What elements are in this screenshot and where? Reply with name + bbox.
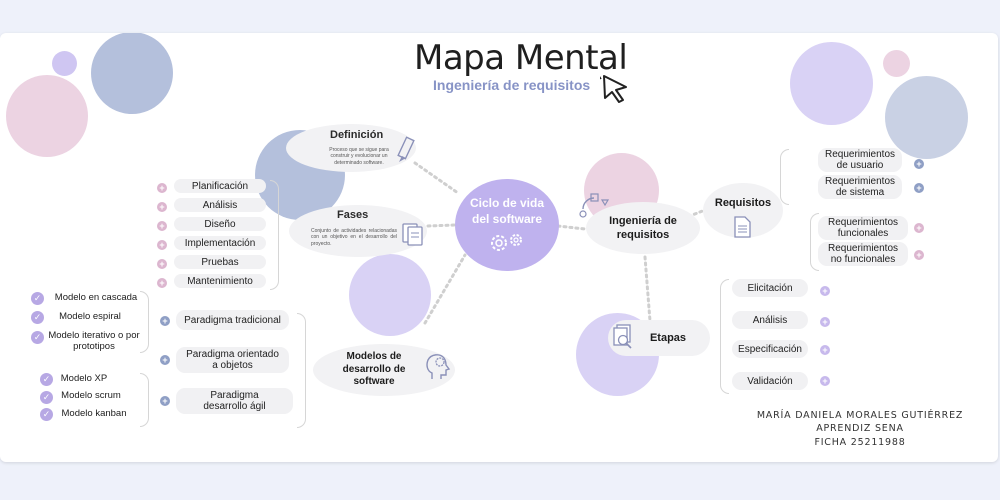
check-icon: ✓ (31, 311, 44, 324)
cursor-icon (600, 73, 627, 103)
deco-circle-lav-right (790, 42, 873, 125)
req-plus-icon[interactable]: + (914, 183, 924, 193)
req-plus-icon[interactable]: + (914, 223, 924, 233)
ingenieria-title: Ingeniería de requisitos (609, 214, 677, 241)
etapa-plus-icon[interactable]: + (820, 286, 830, 296)
deco-circle-lav-small (52, 51, 77, 76)
fases-item-planificacion[interactable]: Planificación (174, 179, 266, 193)
paradigm-plus-icon[interactable]: + (160, 316, 170, 326)
document-icon (734, 216, 751, 238)
page-title: Mapa Mental (414, 38, 628, 78)
definicion-text: Proceso que se sigue para construir y ev… (329, 147, 389, 166)
page-subtitle: Ingeniería de requisitos (433, 77, 591, 93)
fases-item-implementacion[interactable]: Implementación (174, 236, 266, 250)
author-role: APRENDIZ SENA (816, 423, 904, 435)
check-icon: ✓ (40, 391, 53, 404)
check-icon: ✓ (40, 408, 53, 421)
fases-plus-icon[interactable]: + (157, 259, 167, 269)
connector-lines (413, 161, 707, 325)
head-gear-icon (426, 354, 451, 379)
author-block: MARÍA DANIELA MORALES GUTIÉRREZ APRENDIZ… (745, 409, 975, 449)
etapas-title: Etapas (649, 332, 687, 344)
agile-bracket (140, 373, 149, 427)
paradigm-plus-icon[interactable]: + (160, 396, 170, 406)
paradigm-plus-icon[interactable]: + (160, 355, 170, 365)
requisitos-title: Requisitos (714, 197, 772, 209)
center-node-label: Ciclo de vida del software (469, 196, 545, 226)
ingenieria-node: Ingeniería de requisitos (586, 202, 700, 254)
requisitos-bracket-top (780, 149, 789, 205)
modelos-bracket (297, 313, 306, 428)
modelos-node: Modelos de desarrollo de software (313, 344, 455, 396)
pencil-icon (397, 136, 415, 162)
req-no-funcionales[interactable]: Requerimientos no funcionales (818, 242, 908, 266)
etapa-plus-icon[interactable]: + (820, 317, 830, 327)
etapa-plus-icon[interactable]: + (820, 345, 830, 355)
deco-circle-blue-left (91, 33, 173, 114)
paradigm-oop[interactable]: Paradigma orientado a objetos (176, 347, 289, 373)
paradigm-agile[interactable]: Paradigma desarrollo ágil (176, 388, 293, 414)
agile-model-xp: Modelo XP (60, 373, 108, 384)
definicion-node (286, 124, 416, 172)
agile-model-scrum: Modelo scrum (61, 390, 121, 401)
fases-bracket (270, 180, 279, 290)
deco-circle-blue-right (885, 76, 968, 159)
definicion-title: Definición (330, 129, 384, 141)
agile-model-kanban: Modelo kanban (61, 408, 127, 419)
etapa-analisis[interactable]: Análisis (732, 311, 808, 329)
etapa-validacion[interactable]: Validación (732, 372, 808, 390)
fases-plus-icon[interactable]: + (157, 240, 167, 250)
fases-plus-icon[interactable]: + (157, 221, 167, 231)
etapa-especificacion[interactable]: Especificación (732, 340, 808, 358)
fases-item-analisis[interactable]: Análisis (174, 198, 266, 212)
fases-title: Fases (337, 209, 369, 221)
check-icon: ✓ (31, 292, 44, 305)
deco-circle-pink-right (883, 50, 910, 77)
req-plus-icon[interactable]: + (914, 250, 924, 260)
etapa-plus-icon[interactable]: + (820, 376, 830, 386)
traditional-model-cascada: Modelo en cascada (54, 292, 138, 303)
documents-icon (402, 223, 423, 246)
gears-icon (491, 233, 522, 251)
check-icon: ✓ (40, 373, 53, 386)
author-name: MARÍA DANIELA MORALES GUTIÉRREZ (756, 410, 964, 421)
req-funcionales[interactable]: Requerimientos funcionales (818, 216, 908, 240)
traditional-model-espiral: Modelo espiral (59, 311, 121, 322)
req-plus-icon[interactable]: + (914, 159, 924, 169)
etapa-elicitacion[interactable]: Elicitación (732, 279, 808, 297)
fases-text: Conjunto de actividades relacionadas con… (311, 228, 397, 247)
paradigm-traditional[interactable]: Paradigma tradicional (176, 310, 289, 330)
etapas-bracket (720, 279, 729, 394)
fases-plus-icon[interactable]: + (157, 278, 167, 288)
req-sistema[interactable]: Requerimientos de sistema (818, 175, 902, 199)
author-ficha: FICHA 25211988 (814, 436, 906, 448)
fases-plus-icon[interactable]: + (157, 202, 167, 212)
fases-item-mantenimiento[interactable]: Mantenimiento (174, 274, 266, 288)
center-node: Ciclo de vida del software (455, 179, 559, 271)
fases-item-pruebas[interactable]: Pruebas (174, 255, 266, 269)
deco-circle-lav-center (349, 254, 431, 336)
deco-circle-pink-left (6, 75, 88, 157)
modelos-title: Modelos de desarrollo de software (342, 351, 406, 388)
fases-item-diseno[interactable]: Diseño (174, 217, 266, 231)
req-usuario[interactable]: Requerimientos de usuario (818, 148, 902, 172)
traditional-model-iterativo: Modelo iterativo o por prototipos (48, 330, 140, 352)
check-icon: ✓ (31, 331, 44, 344)
search-document-icon (613, 324, 632, 349)
mind-map-canvas: Mapa Mental Ingeniería de requisitos Cic… (0, 33, 998, 462)
fases-plus-icon[interactable]: + (157, 183, 167, 193)
